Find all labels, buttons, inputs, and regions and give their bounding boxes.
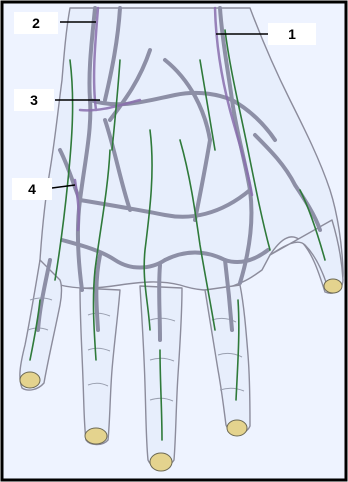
label-2: 2 (14, 12, 58, 34)
nail-middle (85, 428, 107, 444)
nail-index (20, 372, 40, 388)
nail-little (227, 420, 247, 436)
label-3: 3 (14, 89, 54, 111)
label-4: 4 (12, 178, 52, 200)
nail-thumb (324, 279, 342, 293)
label-1: 1 (268, 23, 316, 45)
nail-ring (150, 453, 172, 471)
